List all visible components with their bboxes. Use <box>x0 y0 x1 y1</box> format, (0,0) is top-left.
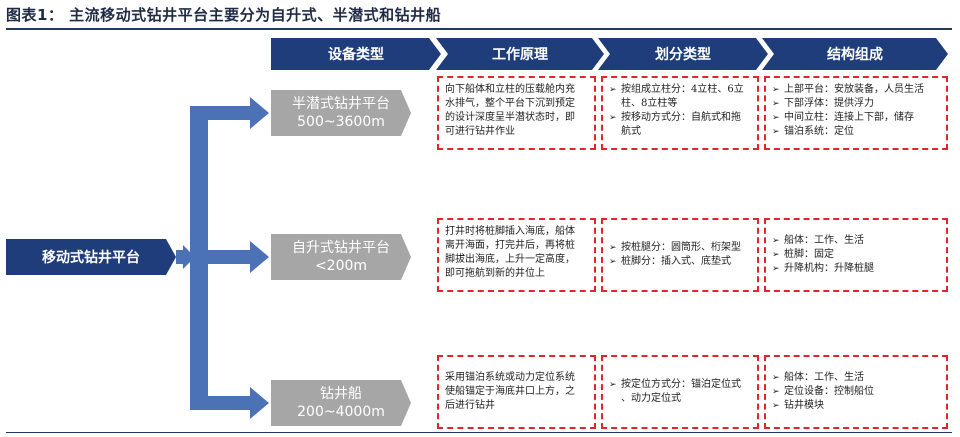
principle-line: 采用锚泊系统或动力定位系统 <box>445 372 575 383</box>
bullet-arrow-icon: ➢ <box>772 236 780 246</box>
classification-item: ➢桩脚分：插入式、底垫式 <box>609 256 731 267</box>
structure-item: ➢中间立柱：连接上下部，储存 <box>772 112 914 123</box>
principle-line: 使船锚定于海底井口上方，之 <box>445 386 575 397</box>
structure-item: ➢锚泊系统：定位 <box>772 126 854 137</box>
type-depth-range: 200~4000m <box>297 404 385 420</box>
bottom-divider <box>6 432 952 433</box>
bullet-arrow-icon: ➢ <box>609 113 617 123</box>
type-depth-range: <200m <box>314 258 368 274</box>
bullet-arrow-icon: ➢ <box>772 113 780 123</box>
principle-line: 即可拖航到新的井位上 <box>445 268 545 279</box>
bullet-arrow-icon: ➢ <box>772 373 780 383</box>
bullet-arrow-icon: ➢ <box>772 99 780 109</box>
classification-cell-semi-submersible: ➢按组成立柱分：4立柱、6立柱、8立柱等 ➢按移动方式分：自航式和拖航式 <box>601 76 759 150</box>
classification-cell-jack-up: ➢按桩腿分：圆筒形、桁架型 ➢桩脚分：插入式、底垫式 <box>601 218 759 292</box>
principle-line: 的设计深度呈半潜状态时，即 <box>445 112 575 123</box>
structure-item: ➢定位设备：控制船位 <box>772 386 874 397</box>
header-classification: 划分类型 <box>598 38 768 70</box>
principle-cell-jack-up: 打井时将桩脚插入海底，船体 离开海面，打完井后，再将桩 脚拔出海底，上升一定高度… <box>437 218 596 292</box>
vertical-trunk <box>190 106 208 410</box>
bullet-arrow-icon: ➢ <box>772 264 780 274</box>
root-to-trunk-arrow <box>176 245 195 269</box>
type-box-jack-up: 自升式钻井平台 <200m <box>271 234 411 280</box>
bullet-arrow-icon: ➢ <box>772 85 780 95</box>
principle-line: 后进行钻井 <box>445 400 495 411</box>
classification-cell-drillship: ➢按定位方式分：锚泊定位式、动力定位式 <box>601 355 759 429</box>
branch-arrow-jackup <box>208 241 269 273</box>
bullet-arrow-icon: ➢ <box>772 250 780 260</box>
principle-line: 打井时将桩脚插入海底，船体 <box>445 226 575 237</box>
structure-item: ➢钻井模块 <box>772 400 824 411</box>
type-depth-range: 500~3600m <box>297 114 385 130</box>
principle-line: 水排气，整个平台下沉到预定 <box>445 98 575 109</box>
principle-cell-semi-submersible: 向下船体和立柱的压载舱内充 水排气，整个平台下沉到预定 的设计深度呈半潜状态时，… <box>437 76 596 150</box>
bullet-arrow-icon: ➢ <box>609 243 617 253</box>
classification-item: ➢按组成立柱分：4立柱、6立柱、8立柱等 <box>609 84 744 109</box>
branch-arrow-drillship <box>190 387 269 419</box>
type-name: 自升式钻井平台 <box>292 240 390 256</box>
principle-line: 可进行钻井作业 <box>445 126 515 137</box>
header-device-type: 设备类型 <box>271 38 441 70</box>
bullet-arrow-icon: ➢ <box>772 387 780 397</box>
classification-item: ➢按定位方式分：锚泊定位式、动力定位式 <box>609 379 741 404</box>
structure-item: ➢升降机构：升降桩腿 <box>772 263 874 274</box>
principle-line: 脚拔出海底，上升一定高度， <box>445 254 575 265</box>
structure-item: ➢船体：工作、生活 <box>772 235 864 246</box>
type-name: 钻井船 <box>320 386 362 402</box>
bullet-arrow-icon: ➢ <box>609 257 617 267</box>
type-box-drillship: 钻井船 200~4000m <box>271 380 411 426</box>
structure-item: ➢桩脚：固定 <box>772 249 834 260</box>
header-structure: 结构组成 <box>762 38 948 70</box>
figure-title: 图表1： 主流移动式钻井平台主要分为自升式、半潜式和钻井船 <box>6 6 442 24</box>
structure-item: ➢船体：工作、生活 <box>772 372 864 383</box>
structure-cell-drillship: ➢船体：工作、生活 ➢定位设备：控制船位 ➢钻井模块 <box>764 355 948 429</box>
structure-item: ➢上部平台：安放装备，人员生活 <box>772 84 924 95</box>
bullet-arrow-icon: ➢ <box>772 401 780 411</box>
classification-item: ➢按移动方式分：自航式和拖航式 <box>609 112 741 137</box>
principle-cell-drillship: 采用锚泊系统或动力定位系统 使船锚定于海底井口上方，之 后进行钻井 <box>437 355 596 429</box>
principle-line: 离开海面，打完井后，再将桩 <box>445 240 575 251</box>
bullet-arrow-icon: ➢ <box>609 85 617 95</box>
structure-item: ➢下部浮体：提供浮力 <box>772 98 874 109</box>
title-divider <box>6 28 952 30</box>
branch-arrow-semi <box>190 97 269 129</box>
classification-item: ➢按桩腿分：圆筒形、桁架型 <box>609 242 741 253</box>
bullet-arrow-icon: ➢ <box>772 127 780 137</box>
bullet-arrow-icon: ➢ <box>609 380 617 390</box>
type-box-semi-submersible: 半潜式钻井平台 500~3600m <box>271 90 411 136</box>
root-node-mobile-platform: 移动式钻井平台 <box>6 239 176 275</box>
structure-cell-semi-submersible: ➢上部平台：安放装备，人员生活 ➢下部浮体：提供浮力 ➢中间立柱：连接上下部，储… <box>764 76 948 150</box>
type-name: 半潜式钻井平台 <box>292 96 390 112</box>
header-working-principle: 工作原理 <box>436 38 604 70</box>
principle-line: 向下船体和立柱的压载舱内充 <box>445 84 575 95</box>
structure-cell-jack-up: ➢船体：工作、生活 ➢桩脚：固定 ➢升降机构：升降桩腿 <box>764 218 948 292</box>
